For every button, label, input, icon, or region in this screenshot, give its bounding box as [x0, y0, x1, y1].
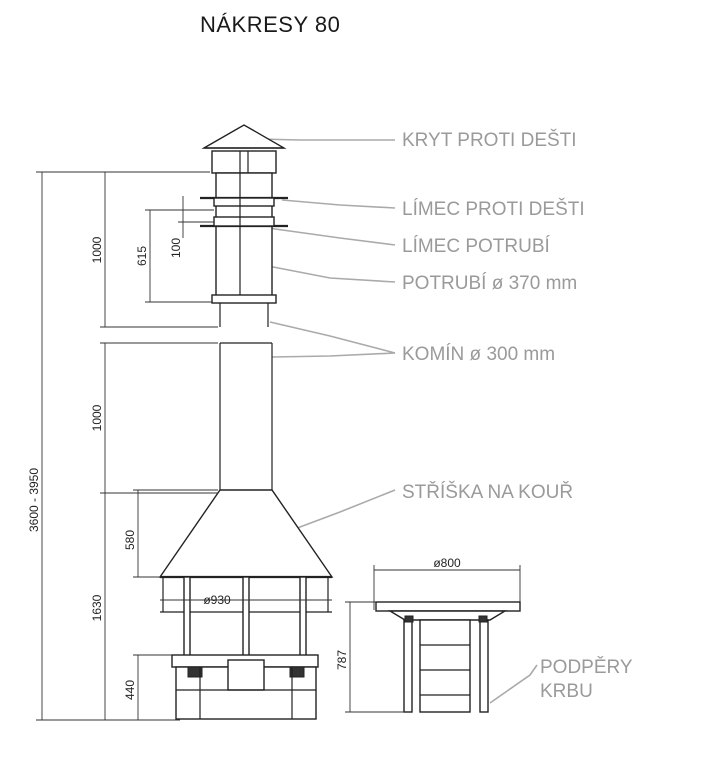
dimension-lines	[36, 171, 332, 721]
page-title: NÁKRESY 80	[200, 12, 341, 37]
dim-440: 440	[123, 680, 137, 700]
label-striska: STŘÍŠKA NA KOUŘ	[402, 481, 573, 503]
fireplace-main	[158, 124, 334, 720]
leader-lines	[257, 138, 538, 704]
dim-1630: 1630	[90, 594, 104, 621]
label-komin: KOMÍN ø 300 mm	[402, 344, 555, 365]
dim-total: 3600 - 3950	[27, 468, 41, 532]
dim-580: 580	[123, 530, 137, 550]
dim-100: 100	[169, 238, 183, 258]
dim-800: ø800	[433, 556, 461, 570]
label-limec-potrubi: LÍMEC POTRUBÍ	[402, 236, 551, 257]
dim-mid-1000: 1000	[90, 404, 104, 431]
label-podpery-2: KRBU	[540, 681, 593, 702]
dim-615: 615	[135, 246, 149, 266]
dim-787: 787	[335, 650, 349, 670]
label-kryt-proti-desti: KRYT PROTI DEŠTI	[402, 129, 577, 151]
label-podpery-1: PODPĚRY	[540, 656, 633, 678]
fireplace-side-view	[345, 565, 521, 713]
label-potrubi: POTRUBÍ ø 370 mm	[402, 273, 577, 294]
dim-top-1000: 1000	[90, 236, 104, 263]
dim-930: ø930	[203, 593, 231, 607]
label-limec-proti-desti: LÍMEC PROTI DEŠTI	[402, 198, 585, 220]
